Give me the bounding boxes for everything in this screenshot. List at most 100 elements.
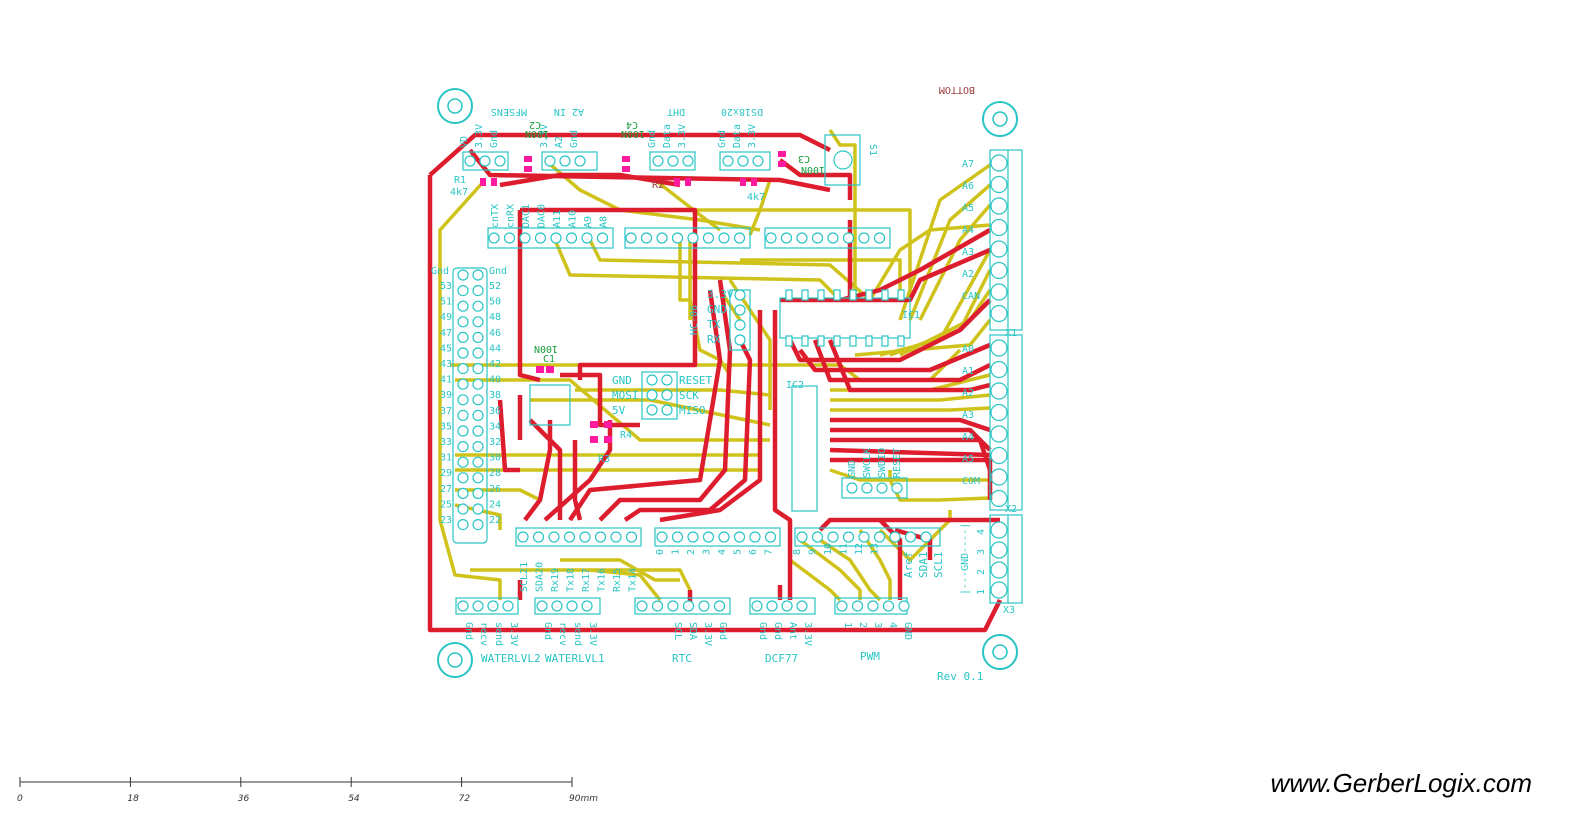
digital-pin-label: 8 [792,549,803,555]
header-pin-label: Gnd [647,130,658,148]
isp-pin-label: SCK [679,389,699,402]
header-pin-label: 3.3V [677,124,688,148]
pad [532,531,545,543]
due-top-pin-label: A11 [552,210,563,228]
header-pin-label: VD [459,136,470,148]
connector-pin-label: SCL [672,622,683,640]
serial-pin-label: Tx18 [566,568,577,592]
pad [796,232,808,244]
silkscreen-labels: BOTTOM Rev 0.1 MFSENS A2 IN DHT DS18x20 … [431,84,1017,683]
pad [897,289,905,301]
due-pin-number: 46 [489,328,501,339]
pad [479,155,491,167]
pad [702,232,715,244]
serial-pin-label: Tx16 [597,568,608,592]
pad [851,600,864,612]
connector-pin-label: 3.3V [587,622,598,646]
terminal-screw [990,218,1008,237]
header-pin-label: Data [662,124,673,148]
connector-pin-label: Ant [787,622,798,640]
pad [752,155,764,167]
terminal-screw [990,446,1008,465]
pad [702,531,715,543]
digital-pin-label: 12 [854,543,865,555]
digital-pin-label: 1 [671,549,682,555]
due-pin-number: 42 [489,359,501,370]
pad [667,155,679,167]
terminal-screw [990,261,1008,280]
pad [472,394,484,406]
header-due-left-label: Gnd [431,266,449,277]
terminal-screw [990,403,1008,422]
pad [457,394,469,406]
label-ic2: IC2 [786,380,804,391]
pad [457,300,469,312]
due-pin-number: 27 [440,484,452,495]
pad [671,232,684,244]
label-c2-value: 100N [525,128,549,139]
due-pin-number: 33 [440,437,452,448]
swd-pin-label: SWDIO [877,448,888,478]
terminal-x2-label: COM [962,476,980,487]
pad [652,155,664,167]
pad [625,531,638,543]
pad [876,482,888,494]
pad [646,389,658,401]
pad [472,285,484,297]
due-pin-number: 38 [489,390,501,401]
terminal-screw [990,304,1008,323]
terminal-screw [990,154,1008,172]
due-pin-number: 40 [489,375,501,386]
pad [472,503,484,515]
terminal-x2-label: A2 [962,388,974,399]
terminal-screw [990,283,1008,301]
pad [579,531,591,543]
connector-pin-label: recv [557,622,568,646]
pad [559,155,571,167]
swd-pin-label: SWCLK [862,448,873,478]
header-pin-label: Data [732,124,743,148]
pad [640,232,653,244]
due-top-pin-label: A10 [568,210,579,228]
label-x2: X2 [1005,504,1017,515]
due-pin-number: 34 [489,421,501,432]
pad [682,600,695,612]
label-x3: X3 [1003,605,1015,616]
pad [472,518,484,531]
pad [780,232,793,244]
pad [517,531,529,543]
pad [566,600,578,612]
terminal-screw [990,468,1008,486]
pad [472,347,484,359]
serial-pin-label: Rx19 [550,568,561,592]
pad [817,289,825,301]
connector-pin-label: Gnd [717,622,728,640]
due-pin-number: 28 [489,468,501,479]
pad [801,289,809,301]
due-pin-number: 35 [440,421,452,432]
pad [796,531,808,543]
power-pin-label: Aref [902,552,915,579]
terminal-x1-label: A3 [962,247,974,258]
due-top-pin-label: A9 [583,216,594,228]
pad [897,335,905,347]
pad [472,487,484,499]
pad [801,335,809,347]
pad [551,600,563,612]
pad [550,232,562,244]
scale-tick-label: 54 [348,794,360,804]
label-s1: S1 [867,144,878,156]
pad [682,155,694,167]
pad [472,300,484,312]
pad [487,600,499,612]
digital-pin-label: 10 [823,543,834,555]
pad [472,409,484,421]
pad [581,600,593,612]
pad [646,404,658,416]
terminal-screw [990,240,1008,258]
terminal-screw [990,561,1008,579]
pad [472,441,484,453]
pad [656,531,668,543]
terminal-screws [990,154,1008,599]
